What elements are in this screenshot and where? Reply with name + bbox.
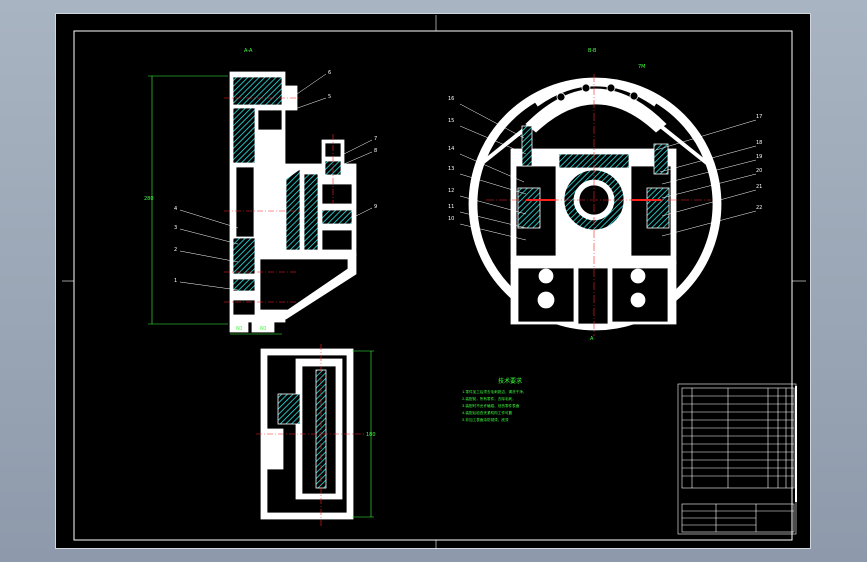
dim-height-left: 280	[144, 196, 154, 202]
cad-drawing	[62, 15, 806, 549]
balloon-9: 9	[374, 204, 378, 210]
notes-line: 3.装配时不允许磕碰、划伤零件表面	[462, 404, 520, 408]
balloon-15: 15	[448, 118, 455, 124]
balloon-12: 12	[448, 188, 455, 194]
view-label-b: B-B	[588, 48, 597, 54]
balloon-22: 22	[756, 205, 763, 211]
arrow-mark: 7M	[638, 64, 646, 70]
notes-line: 5.非加工表面涂防锈漆，底漆	[462, 418, 509, 422]
balloon-16: 16	[448, 96, 455, 102]
balloon-3: 3	[174, 225, 178, 231]
balloon-7: 7	[374, 136, 378, 142]
top-view	[256, 344, 374, 526]
title-block	[677, 383, 797, 535]
notes-line: 4.装配后检查夹紧机构工作可靠	[462, 411, 513, 415]
dim-height-bottom: 180	[366, 432, 376, 438]
drawing-sheet: A-A B-B 7M A 6 5 7 8 9 4 3 2 1 16 15 14 …	[55, 13, 811, 549]
balloon-11: 11	[448, 204, 455, 210]
bottom-mark: A	[590, 336, 594, 342]
balloon-6: 6	[328, 70, 332, 76]
balloon-10: 10	[448, 216, 455, 222]
technical-requirements: 技术要求 1.零件加工后须去毛刺锐边，清洗干净， 2.装配前，所有零件，去除毛刺…	[462, 376, 582, 424]
circle-view	[459, 74, 757, 336]
balloon-13: 13	[448, 166, 455, 172]
balloon-20: 20	[756, 168, 763, 174]
dim-bottom-b: 60	[260, 326, 267, 332]
side-view	[148, 71, 373, 335]
dim-bottom-a: 60	[236, 326, 243, 332]
balloon-5: 5	[328, 94, 332, 100]
notes-title: 技术要求	[498, 378, 523, 385]
balloon-1: 1	[174, 278, 178, 284]
balloon-8: 8	[374, 148, 378, 154]
notes-line: 1.零件加工后须去毛刺锐边，清洗干净，	[462, 390, 527, 394]
balloon-21: 21	[756, 184, 763, 190]
balloon-4: 4	[174, 206, 178, 212]
notes-line: 2.装配前，所有零件，去除毛刺，	[462, 397, 516, 401]
view-label-a: A-A	[244, 48, 253, 54]
balloon-19: 19	[756, 154, 763, 160]
drawing-border	[73, 30, 793, 541]
balloon-17: 17	[756, 114, 763, 120]
balloon-18: 18	[756, 140, 763, 146]
balloon-2: 2	[174, 247, 178, 253]
balloon-14: 14	[448, 146, 455, 152]
